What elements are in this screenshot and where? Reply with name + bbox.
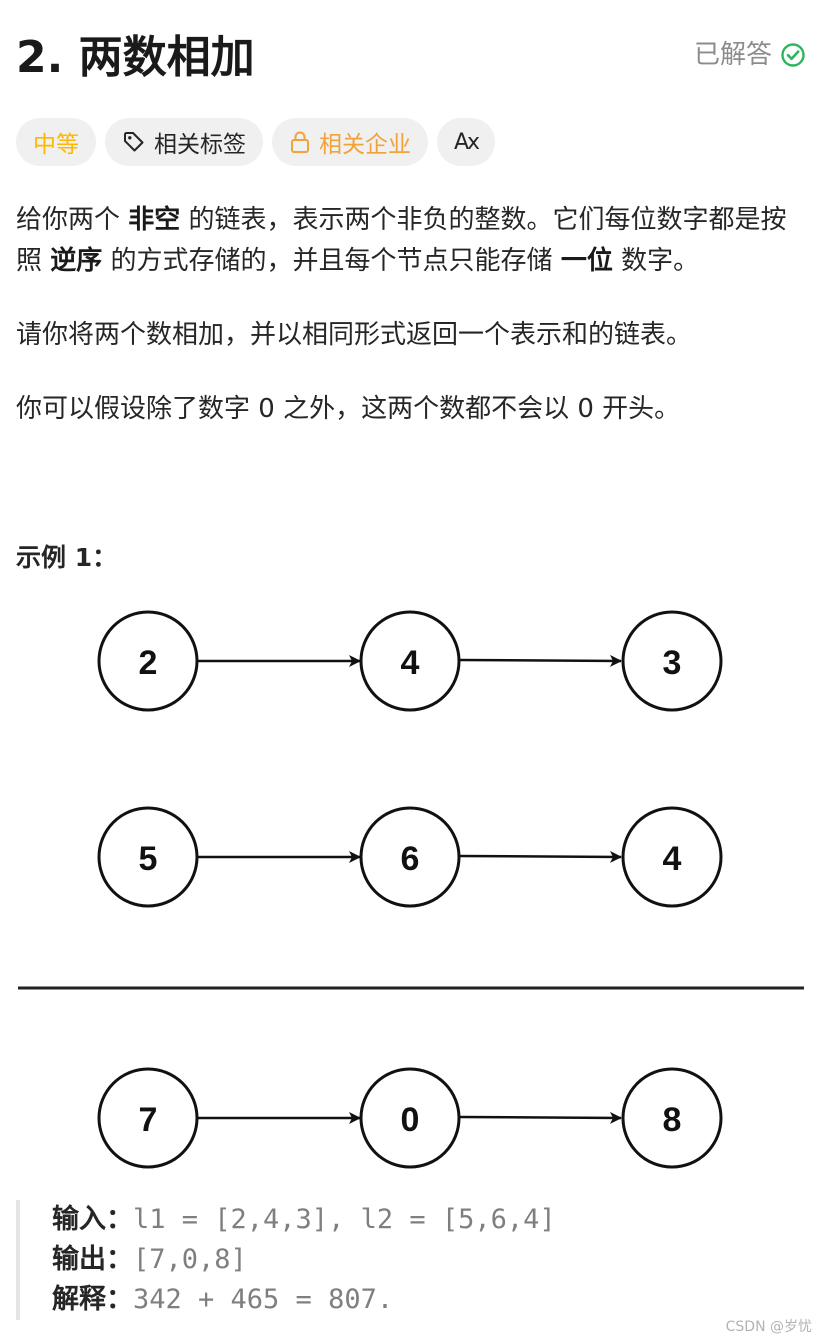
linked-list-diagram: 2 4 3 5 6 4 7 0 8	[18, 610, 804, 1169]
explain-row: 解释：342 + 465 = 807.	[52, 1280, 752, 1320]
list-node	[621, 806, 723, 908]
related-tags-button[interactable]: 相关标签	[105, 118, 263, 166]
lock-icon	[291, 131, 309, 153]
related-companies-label: 相关企业	[319, 132, 411, 158]
solved-label: 已解答	[693, 40, 772, 70]
input-row: 输入：l1 = [2,4,3], l2 = [5,6,4]	[52, 1200, 752, 1240]
node-value: 0	[401, 1101, 420, 1139]
watermark: CSDN @岁忧	[725, 1319, 812, 1335]
node-value: 4	[663, 840, 682, 878]
list-node	[621, 1067, 723, 1169]
problem-description: 给你两个 非空 的链表，表示两个非负的整数。它们每位数字都是按照 逆序 的方式存…	[16, 200, 806, 430]
node-value: 4	[401, 644, 420, 682]
example-title: 示例 1：	[16, 543, 118, 572]
tag-bar: 中等 相关标签 相关企业 Ax	[16, 118, 496, 166]
solved-status: 已解答	[694, 38, 806, 72]
arrow	[459, 850, 622, 863]
input-label: 输入：	[52, 1204, 133, 1235]
list-node	[359, 806, 461, 908]
problem-title: 2. 两数相加	[16, 32, 255, 83]
tag-icon	[124, 132, 144, 152]
difficulty-label: 中等	[33, 132, 79, 158]
list-node	[359, 610, 461, 712]
node-value: 5	[139, 840, 158, 878]
node-value: 6	[401, 840, 420, 878]
check-circle-icon	[781, 43, 805, 67]
node-value: 3	[663, 644, 682, 682]
list-node	[359, 1067, 461, 1169]
list-node	[97, 806, 199, 908]
arrow	[459, 654, 622, 667]
description-paragraph-3: 你可以假设除了数字 0 之外，这两个数都不会以 0 开头。	[16, 394, 681, 424]
description-paragraph-1: 给你两个 非空 的链表，表示两个非负的整数。它们每位数字都是按照 逆序 的方式存…	[16, 205, 787, 276]
list-node	[621, 610, 723, 712]
list-node	[97, 1067, 199, 1169]
difficulty-badge[interactable]: 中等	[16, 118, 96, 166]
list-node	[97, 610, 199, 712]
output-value: [7,0,8]	[133, 1244, 247, 1275]
description-paragraph-2: 请你将两个数相加，并以相同形式返回一个表示和的链表。	[16, 320, 693, 350]
related-companies-button[interactable]: 相关企业	[272, 118, 428, 166]
related-tags-label: 相关标签	[154, 132, 246, 158]
node-value: 7	[139, 1101, 158, 1139]
translate-icon: Ax	[454, 129, 480, 155]
arrow	[459, 1111, 622, 1124]
output-label: 输出：	[52, 1244, 133, 1275]
example-code-block: 输入：l1 = [2,4,3], l2 = [5,6,4] 输出：[7,0,8]…	[16, 1200, 752, 1320]
explain-label: 解释：	[52, 1284, 133, 1315]
node-value: 2	[139, 644, 158, 682]
input-value: l1 = [2,4,3], l2 = [5,6,4]	[133, 1204, 556, 1235]
node-value: 8	[663, 1101, 682, 1139]
explain-value: 342 + 465 = 807.	[133, 1284, 394, 1315]
output-row: 输出：[7,0,8]	[52, 1240, 752, 1280]
translate-button[interactable]: Ax	[437, 118, 496, 166]
